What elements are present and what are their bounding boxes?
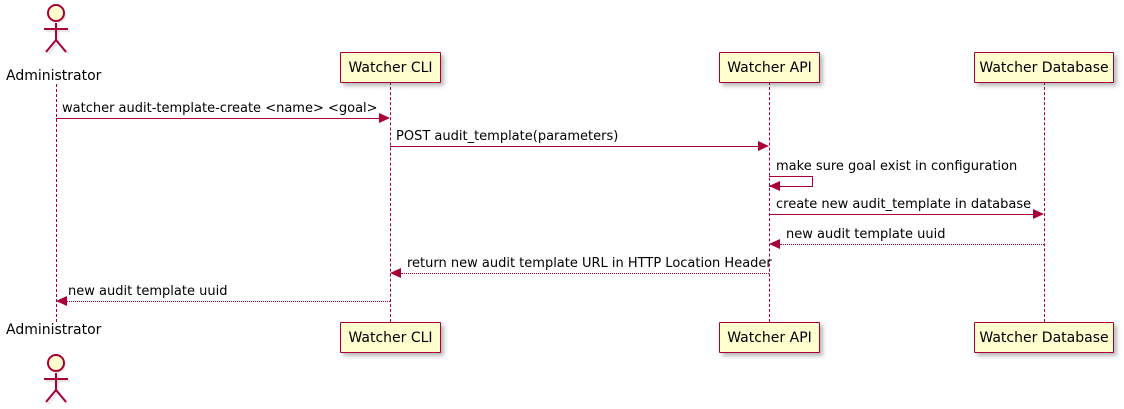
participant-watcher-cli-top[interactable]: Watcher CLI bbox=[340, 52, 441, 83]
message-arrowhead-6 bbox=[390, 268, 401, 278]
message-line-2 bbox=[390, 146, 760, 147]
actor-administrator-top bbox=[36, 2, 76, 55]
actor-label-administrator-top: Administrator bbox=[6, 68, 102, 84]
message-arrowhead-4 bbox=[1033, 209, 1044, 219]
lifeline-administrator bbox=[56, 84, 57, 322]
message-line-5 bbox=[780, 244, 1044, 245]
lifeline-watcher-database bbox=[1044, 82, 1045, 322]
message-label-1: watcher audit-template-create <name> <go… bbox=[62, 101, 378, 116]
participant-watcher-database-bottom[interactable]: Watcher Database bbox=[974, 322, 1114, 353]
lifeline-watcher-cli bbox=[390, 82, 391, 322]
message-label-7: new audit template uuid bbox=[68, 284, 228, 299]
message-arrowhead-1 bbox=[379, 113, 390, 123]
participant-watcher-cli-bottom[interactable]: Watcher CLI bbox=[340, 322, 441, 353]
participant-watcher-api-top[interactable]: Watcher API bbox=[719, 52, 820, 83]
participant-watcher-api-bottom[interactable]: Watcher API bbox=[719, 322, 820, 353]
message-arrowhead-2 bbox=[758, 141, 769, 151]
message-label-3: make sure goal exist in configuration bbox=[776, 159, 1018, 174]
message-arrowhead-7 bbox=[56, 296, 67, 306]
message-label-4: create new audit_template in database bbox=[776, 197, 1032, 212]
message-self-loop-3 bbox=[769, 176, 813, 187]
message-line-4 bbox=[769, 214, 1035, 215]
lifeline-watcher-api bbox=[769, 82, 770, 322]
participant-watcher-database-top[interactable]: Watcher Database bbox=[974, 52, 1114, 83]
message-arrowhead-3 bbox=[769, 181, 780, 191]
message-label-2: POST audit_template(parameters) bbox=[396, 129, 619, 144]
message-label-6: return new audit template URL in HTTP Lo… bbox=[407, 256, 772, 271]
message-line-7 bbox=[67, 301, 390, 302]
actor-administrator-bottom bbox=[36, 352, 76, 405]
actor-label-administrator-bottom: Administrator bbox=[6, 322, 102, 338]
message-label-5: new audit template uuid bbox=[786, 227, 946, 242]
message-line-6 bbox=[401, 273, 769, 274]
message-line-1 bbox=[56, 118, 381, 119]
message-arrowhead-5 bbox=[769, 239, 780, 249]
